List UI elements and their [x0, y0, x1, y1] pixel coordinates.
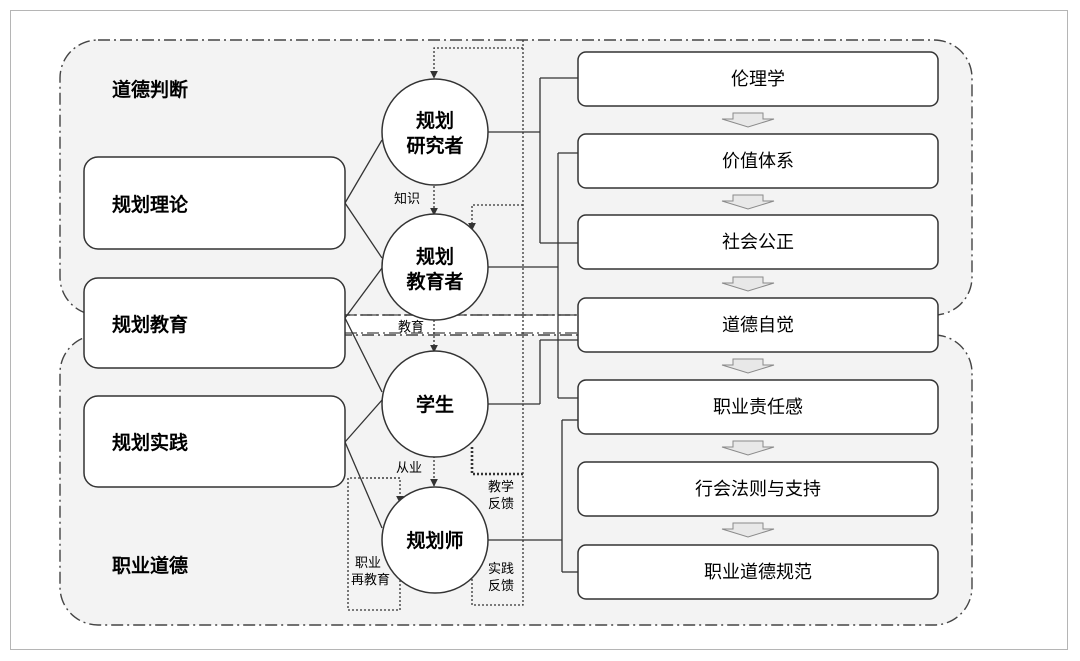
right-connector-lines	[488, 77, 578, 573]
edge-label-education: 教育	[398, 319, 424, 335]
right-box-social-justice-label: 社会公正	[722, 232, 794, 253]
down-arrow-icon	[721, 440, 775, 456]
down-arrow-icon	[721, 276, 775, 292]
down-arrow-icon	[721, 112, 775, 128]
circle-educator: 规划 教育者	[381, 213, 489, 321]
edge-label-re-education-line1: 职业	[355, 556, 381, 571]
circle-planner: 规划师	[381, 486, 489, 594]
right-box-guild-rules: 行会法则与支持	[577, 461, 939, 517]
down-arrow-icon	[721, 194, 775, 210]
right-box-moral-consciousness: 道德自觉	[577, 297, 939, 353]
right-box-value-system: 价值体系	[577, 133, 939, 189]
down-arrow-icon	[721, 522, 775, 538]
left-connector-lines	[344, 139, 383, 529]
flow-arrows	[347, 40, 524, 611]
edge-label-practice-feedback-line2: 反馈	[488, 579, 514, 594]
circle-educator-label-line2: 教育者	[406, 270, 463, 293]
right-box-ethics-code-label: 职业道德规范	[704, 562, 812, 583]
right-box-value-system-label: 价值体系	[722, 151, 794, 172]
circle-student-label: 学生	[416, 393, 454, 416]
down-arrow-icon	[721, 358, 775, 374]
region-connector-band	[345, 314, 578, 334]
circle-planner-label: 规划师	[406, 529, 463, 552]
edge-label-re-education-line2: 再教育	[351, 572, 390, 588]
edge-label-practice-feedback-line1: 实践	[488, 562, 514, 577]
down-arrow-icons	[721, 112, 775, 538]
edge-label-knowledge: 知识	[394, 191, 420, 207]
edge-label-employment: 从业	[396, 461, 422, 476]
right-box-professional-responsibility-label: 职业责任感	[713, 397, 803, 418]
right-box-ethics: 伦理学	[577, 51, 939, 107]
left-box-practice: 规划实践	[83, 395, 346, 488]
edge-label-teaching-feedback-line1: 教学	[488, 479, 514, 495]
left-box-education: 规划教育	[83, 277, 346, 369]
figure-frame	[10, 10, 1068, 650]
right-box-guild-rules-label: 行会法则与支持	[695, 479, 821, 500]
left-box-theory-label: 规划理论	[112, 193, 189, 216]
circle-researcher-label-line1: 规划	[416, 109, 454, 132]
right-box-professional-responsibility: 职业责任感	[577, 379, 939, 435]
left-box-practice-label: 规划实践	[112, 431, 188, 454]
circle-researcher: 规划 研究者	[381, 78, 489, 186]
right-box-ethics-label: 伦理学	[731, 69, 785, 90]
left-box-theory: 规划理论	[83, 156, 346, 250]
right-box-moral-consciousness-label: 道德自觉	[722, 315, 794, 336]
region-label-professional-ethics: 职业道德	[112, 554, 188, 577]
region-label-moral-judgment: 道德判断	[112, 78, 188, 101]
left-box-education-label: 规划教育	[112, 313, 188, 336]
circle-student: 学生	[381, 350, 489, 458]
edge-label-teaching-feedback-line2: 反馈	[488, 497, 514, 512]
circle-researcher-label-line2: 研究者	[406, 134, 463, 157]
right-box-social-justice: 社会公正	[577, 214, 939, 270]
teaching-feedback-line	[470, 447, 523, 476]
right-box-ethics-code: 职业道德规范	[577, 544, 939, 600]
circle-educator-label-line1: 规划	[416, 245, 454, 268]
